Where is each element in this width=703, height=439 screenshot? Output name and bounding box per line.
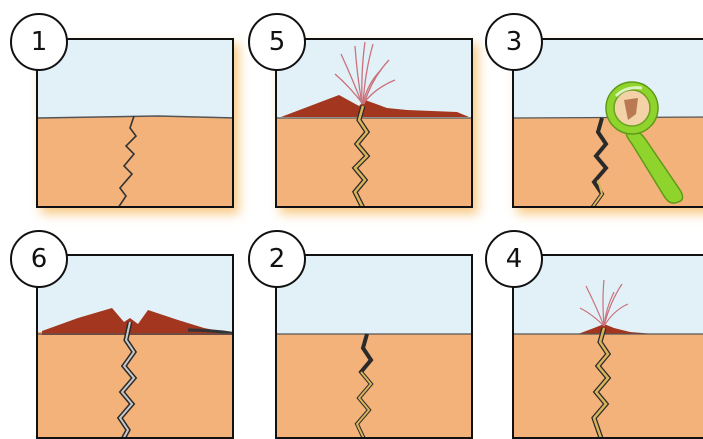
ground bbox=[514, 334, 703, 439]
panel-3 bbox=[512, 38, 703, 208]
step-badge-4: 4 bbox=[485, 230, 543, 288]
panel-1 bbox=[36, 38, 234, 208]
panel-6 bbox=[36, 254, 234, 439]
panel-1-scene bbox=[38, 40, 234, 208]
panel-3-scene bbox=[514, 40, 703, 208]
step-badge-5: 5 bbox=[248, 13, 306, 71]
small-volcano-cone bbox=[578, 324, 654, 334]
panel-6-scene bbox=[38, 256, 234, 439]
panel-2 bbox=[275, 254, 473, 439]
step-badge-3: 3 bbox=[485, 13, 543, 71]
ground bbox=[38, 116, 234, 208]
ground bbox=[277, 334, 473, 439]
panel-5-scene bbox=[277, 40, 473, 208]
lava-fountain bbox=[580, 280, 628, 326]
panel-4-scene bbox=[514, 256, 703, 439]
panel-2-scene bbox=[277, 256, 473, 439]
step-badge-6: 6 bbox=[10, 230, 68, 288]
volcano-cone bbox=[281, 95, 469, 117]
panel-4 bbox=[512, 254, 703, 439]
lava-fountain bbox=[335, 42, 395, 104]
ground bbox=[38, 332, 234, 439]
panel-5 bbox=[275, 38, 473, 208]
ground bbox=[277, 118, 473, 208]
step-badge-1: 1 bbox=[10, 13, 68, 71]
step-badge-2: 2 bbox=[248, 230, 306, 288]
